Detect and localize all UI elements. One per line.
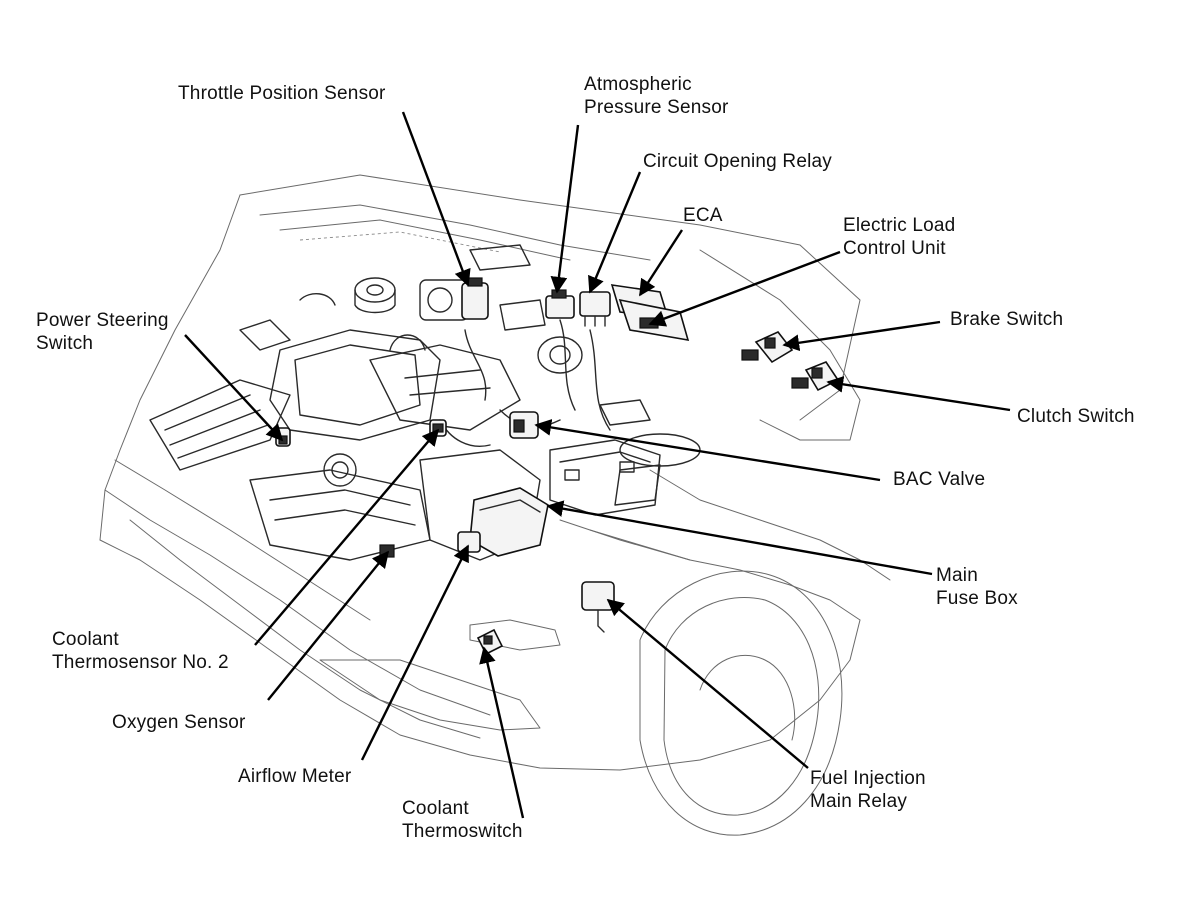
- label-fuel-injection-main-relay: Fuel Injection Main Relay: [810, 767, 926, 813]
- vehicle-body-outline: [99, 174, 891, 836]
- circuit-opening-relay-part: [579, 291, 611, 327]
- label-atmospheric-pressure-sensor: Atmospheric Pressure Sensor: [584, 73, 729, 119]
- label-coolant-thermoswitch-line1: Coolant: [402, 798, 469, 819]
- leader-airflow-meter: [360, 544, 470, 761]
- leader-coolant-thermoswitch: [479, 646, 525, 819]
- engine-components: [149, 244, 701, 561]
- throttle-position-sensor-part: [461, 277, 489, 320]
- label-power-steering-switch: Power Steering Switch: [36, 309, 169, 355]
- label-brake-switch: Brake Switch: [950, 309, 1064, 330]
- label-clutch-switch: Clutch Switch: [1017, 406, 1135, 427]
- label-circuit-opening-relay: Circuit Opening Relay: [643, 151, 833, 172]
- brake-switch-part: [741, 331, 794, 364]
- label-throttle-position-sensor: Throttle Position Sensor: [178, 83, 386, 104]
- coolant-thermoswitch-part: [476, 628, 504, 656]
- label-power-steering-switch-line1: Power Steering: [36, 310, 169, 331]
- atmospheric-pressure-sensor-part: [545, 289, 575, 319]
- leader-bac-valve: [534, 419, 881, 482]
- label-main-fuse-box: Main Fuse Box: [936, 564, 1018, 610]
- oxygen-sensor-part: [379, 544, 395, 558]
- label-main-fuse-box-line2: Fuse Box: [936, 588, 1018, 609]
- airflow-meter-part: [457, 531, 481, 553]
- leader-power-steering-switch: [184, 334, 284, 442]
- leader-brake-switch: [782, 320, 941, 352]
- label-electric-load-control-unit-line1: Electric Load: [843, 215, 956, 236]
- leader-circuit-opening-relay: [588, 171, 642, 294]
- label-main-fuse-box-line1: Main: [936, 565, 978, 586]
- label-coolant-thermosensor-no2: Coolant Thermosensor No. 2: [52, 628, 229, 674]
- label-coolant-thermosensor-no2-line1: Coolant: [52, 629, 119, 650]
- label-coolant-thermoswitch: Coolant Thermoswitch: [402, 797, 523, 843]
- label-bac-valve: BAC Valve: [893, 469, 986, 490]
- leader-atmospheric-pressure-sensor: [550, 124, 580, 294]
- label-electric-load-control-unit-line2: Control Unit: [843, 238, 946, 259]
- leader-lines: [184, 111, 1011, 819]
- leader-main-fuse-box: [546, 500, 933, 576]
- leader-electric-load-control-unit: [648, 250, 841, 327]
- leader-fuel-injection-main-relay: [606, 598, 809, 769]
- leader-throttle-position-sensor: [401, 111, 471, 287]
- label-fuel-injection-main-relay-line1: Fuel Injection: [810, 768, 926, 789]
- clutch-switch-part: [791, 361, 840, 392]
- label-oxygen-sensor: Oxygen Sensor: [112, 712, 246, 733]
- label-coolant-thermosensor-no2-line2: Thermosensor No. 2: [52, 652, 229, 673]
- leader-oxygen-sensor: [267, 550, 390, 701]
- label-airflow-meter: Airflow Meter: [238, 766, 352, 787]
- label-atmospheric-pressure-sensor-line1: Atmospheric: [584, 74, 692, 95]
- label-coolant-thermoswitch-line2: Thermoswitch: [402, 821, 523, 842]
- label-atmospheric-pressure-sensor-line2: Pressure Sensor: [584, 97, 729, 118]
- label-eca: ECA: [683, 205, 723, 226]
- bac-valve-part: [509, 411, 539, 439]
- coolant-thermosensor-part: [429, 419, 447, 437]
- main-fuse-box-part: [469, 487, 549, 557]
- leader-coolant-thermosensor: [254, 428, 440, 646]
- leader-eca: [638, 229, 684, 297]
- label-fuel-injection-main-relay-line2: Main Relay: [810, 791, 908, 812]
- fuel-injection-main-relay-part: [581, 581, 615, 633]
- label-electric-load-control-unit: Electric Load Control Unit: [843, 214, 955, 260]
- leader-clutch-switch: [826, 375, 1011, 412]
- electric-load-control-unit-part: [618, 298, 690, 342]
- label-power-steering-switch-line2: Switch: [36, 333, 94, 354]
